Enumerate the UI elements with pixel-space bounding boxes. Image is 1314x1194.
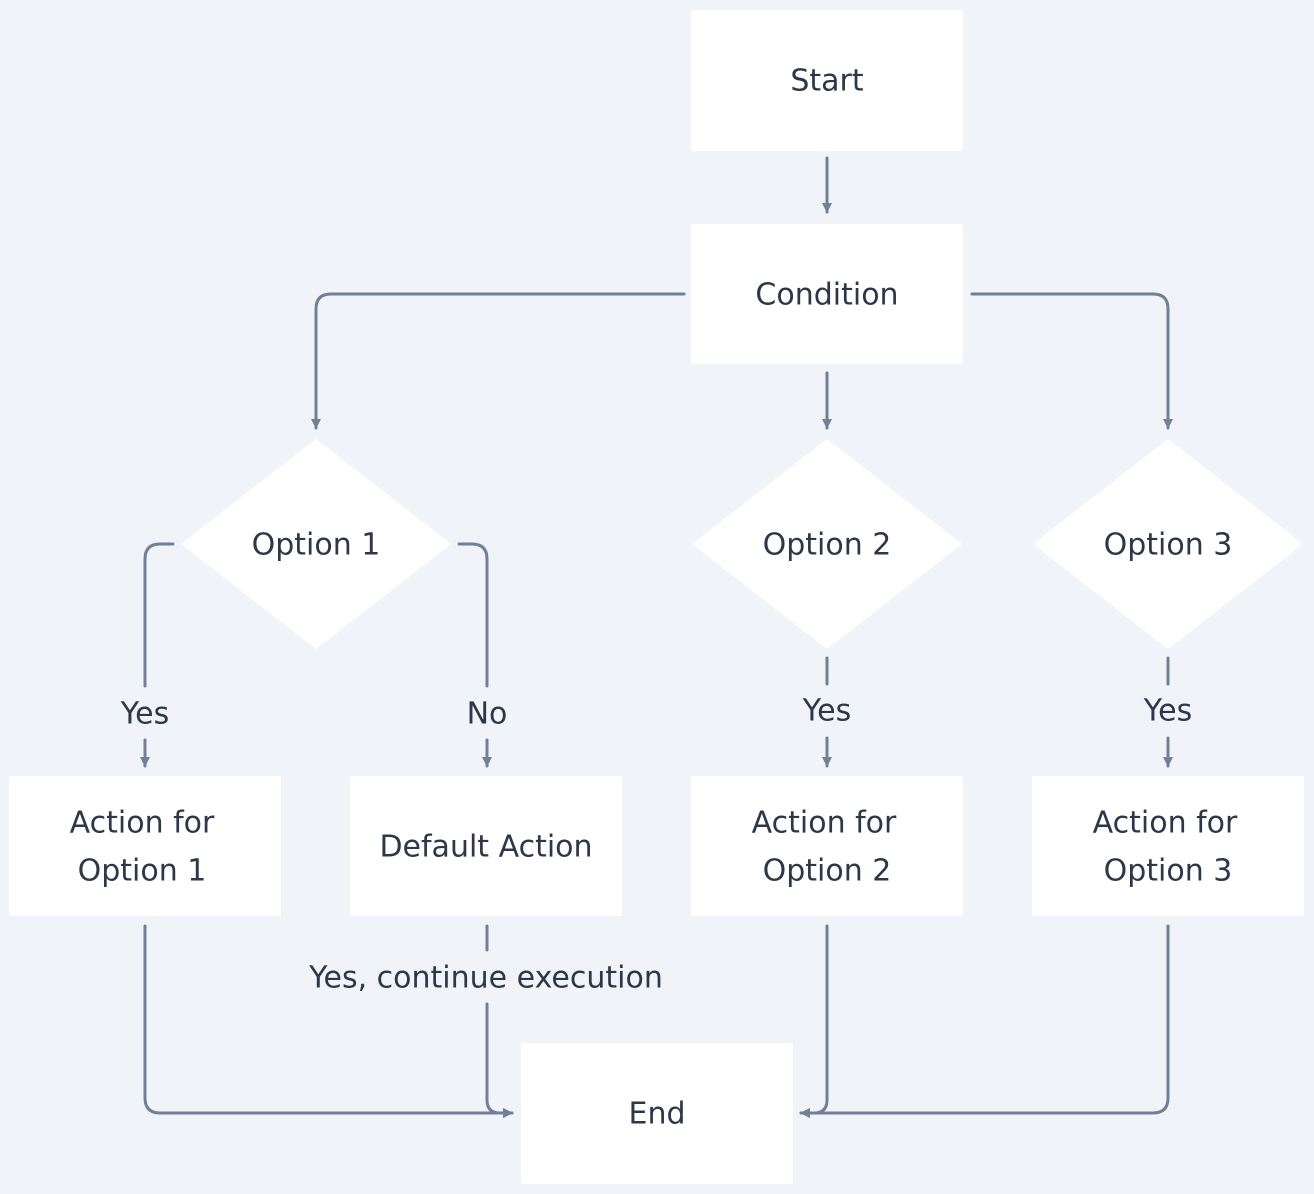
node-end-box bbox=[521, 1043, 793, 1184]
node-option3-label: Option 3 bbox=[1104, 528, 1233, 563]
node-option2[interactable]: Option 2 bbox=[692, 439, 962, 649]
node-start-label: Start bbox=[790, 64, 864, 99]
node-default-action-label: Default Action bbox=[379, 830, 592, 865]
edge-condition-to-option1 bbox=[311, 292, 686, 430]
edge-label-option1-no: No bbox=[467, 697, 508, 732]
node-condition-label: Condition bbox=[755, 278, 898, 313]
node-action-option1-line1: Action for bbox=[70, 806, 215, 841]
edge-default-to-end bbox=[485, 1002, 514, 1118]
node-start[interactable]: Start bbox=[691, 10, 963, 151]
node-option1-diamond bbox=[181, 439, 451, 649]
node-condition-box bbox=[691, 224, 963, 364]
edge-label-option3-yes: Yes bbox=[1143, 694, 1192, 729]
node-option1-label: Option 1 bbox=[252, 528, 381, 563]
node-start-box bbox=[691, 10, 963, 151]
node-action-option3[interactable]: Action for Option 3 bbox=[1032, 776, 1304, 916]
node-condition[interactable]: Condition bbox=[691, 224, 963, 364]
node-action-option3-box bbox=[1032, 776, 1304, 916]
node-default-action-box bbox=[350, 776, 622, 916]
node-default-action[interactable]: Default Action bbox=[350, 776, 622, 916]
node-option2-diamond bbox=[692, 439, 962, 649]
node-action-option2-box bbox=[691, 776, 963, 916]
node-action-option1-box bbox=[9, 776, 281, 916]
edge-label-default-continue: Yes, continue execution bbox=[308, 961, 663, 996]
edge-option1-yes-upper bbox=[143, 542, 175, 688]
connectors bbox=[140, 156, 1173, 1118]
edge-action2-to-end bbox=[799, 924, 829, 1118]
edge-labels: Yes No Yes Yes Yes, continue execution bbox=[120, 694, 1192, 996]
edge-condition-to-option3 bbox=[970, 292, 1173, 430]
edge-label-option1-yes: Yes bbox=[120, 697, 169, 732]
node-end-label: End bbox=[628, 1097, 685, 1132]
edge-action3-to-end bbox=[799, 924, 1170, 1118]
node-option1[interactable]: Option 1 bbox=[181, 439, 451, 649]
node-action-option1-line2: Option 1 bbox=[78, 854, 207, 889]
node-action-option2-line1: Action for bbox=[752, 806, 897, 841]
node-option3[interactable]: Option 3 bbox=[1033, 439, 1303, 649]
edge-action1-to-end bbox=[143, 924, 514, 1118]
node-option2-label: Option 2 bbox=[763, 528, 892, 563]
edge-label-option2-yes: Yes bbox=[802, 694, 851, 729]
node-action-option3-line2: Option 3 bbox=[1104, 854, 1233, 889]
node-action-option2[interactable]: Action for Option 2 bbox=[691, 776, 963, 916]
node-action-option2-line2: Option 2 bbox=[763, 854, 892, 889]
node-end[interactable]: End bbox=[521, 1043, 793, 1184]
node-action-option1[interactable]: Action for Option 1 bbox=[9, 776, 281, 916]
node-option3-diamond bbox=[1033, 439, 1303, 649]
edge-option1-no-upper bbox=[457, 542, 489, 688]
node-action-option3-line1: Action for bbox=[1093, 806, 1238, 841]
